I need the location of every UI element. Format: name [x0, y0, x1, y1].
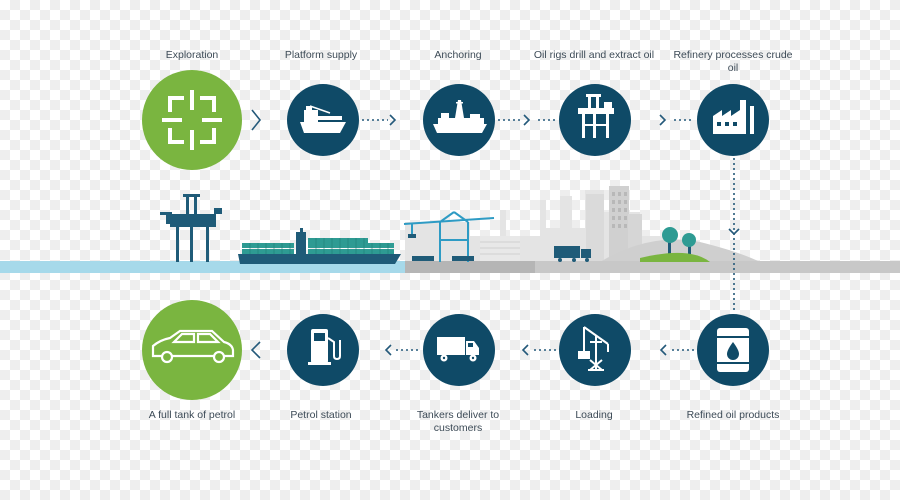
connector-bottom-1: [250, 341, 261, 359]
step-refined-products: [697, 314, 769, 386]
label-full-tank: A full tank of petrol: [148, 409, 236, 421]
step-loading: [559, 314, 631, 386]
connector-top-2: [362, 114, 397, 126]
refinery-icon: [713, 100, 754, 134]
step-full-tank: [142, 300, 242, 400]
connector-bottom-4: [659, 344, 696, 356]
connector-top-4: [538, 114, 694, 126]
supply-ship-icon: [300, 105, 346, 133]
crane-icon: [578, 326, 609, 371]
step-exploration: [142, 70, 242, 170]
label-platform-supply: Platform supply: [284, 49, 358, 61]
step-platform-supply: [287, 84, 359, 156]
label-tankers: Tankers deliver to customers: [416, 409, 500, 434]
car-icon: [151, 329, 235, 364]
connector-top-3: [498, 114, 531, 126]
step-refinery: [697, 84, 769, 156]
step-oil-rigs: [559, 84, 631, 156]
connector-top-1: [251, 109, 262, 131]
landscape-illustration: [0, 186, 900, 273]
label-loading: Loading: [575, 409, 613, 421]
fuel-pump-icon: [308, 329, 341, 365]
step-petrol-station: [287, 314, 359, 386]
drill-ship-icon: [433, 100, 487, 133]
crosshair-icon: [162, 90, 222, 150]
oil-rig-icon: [578, 94, 614, 138]
label-refinery: Refinery processes crude oil: [673, 49, 793, 74]
step-anchoring: [423, 84, 495, 156]
connector-bottom-3: [521, 344, 558, 356]
truck-icon: [437, 337, 479, 362]
step-tankers: [423, 314, 495, 386]
label-refined-products: Refined oil products: [686, 409, 780, 421]
label-oil-rigs: Oil rigs drill and extract oil: [533, 49, 655, 61]
label-anchoring: Anchoring: [434, 49, 482, 61]
label-exploration: Exploration: [165, 49, 219, 61]
oil-barrel-icon: [717, 328, 749, 372]
connector-vertical: [728, 158, 740, 312]
connector-bottom-2: [384, 344, 420, 356]
label-petrol-station: Petrol station: [290, 409, 352, 421]
